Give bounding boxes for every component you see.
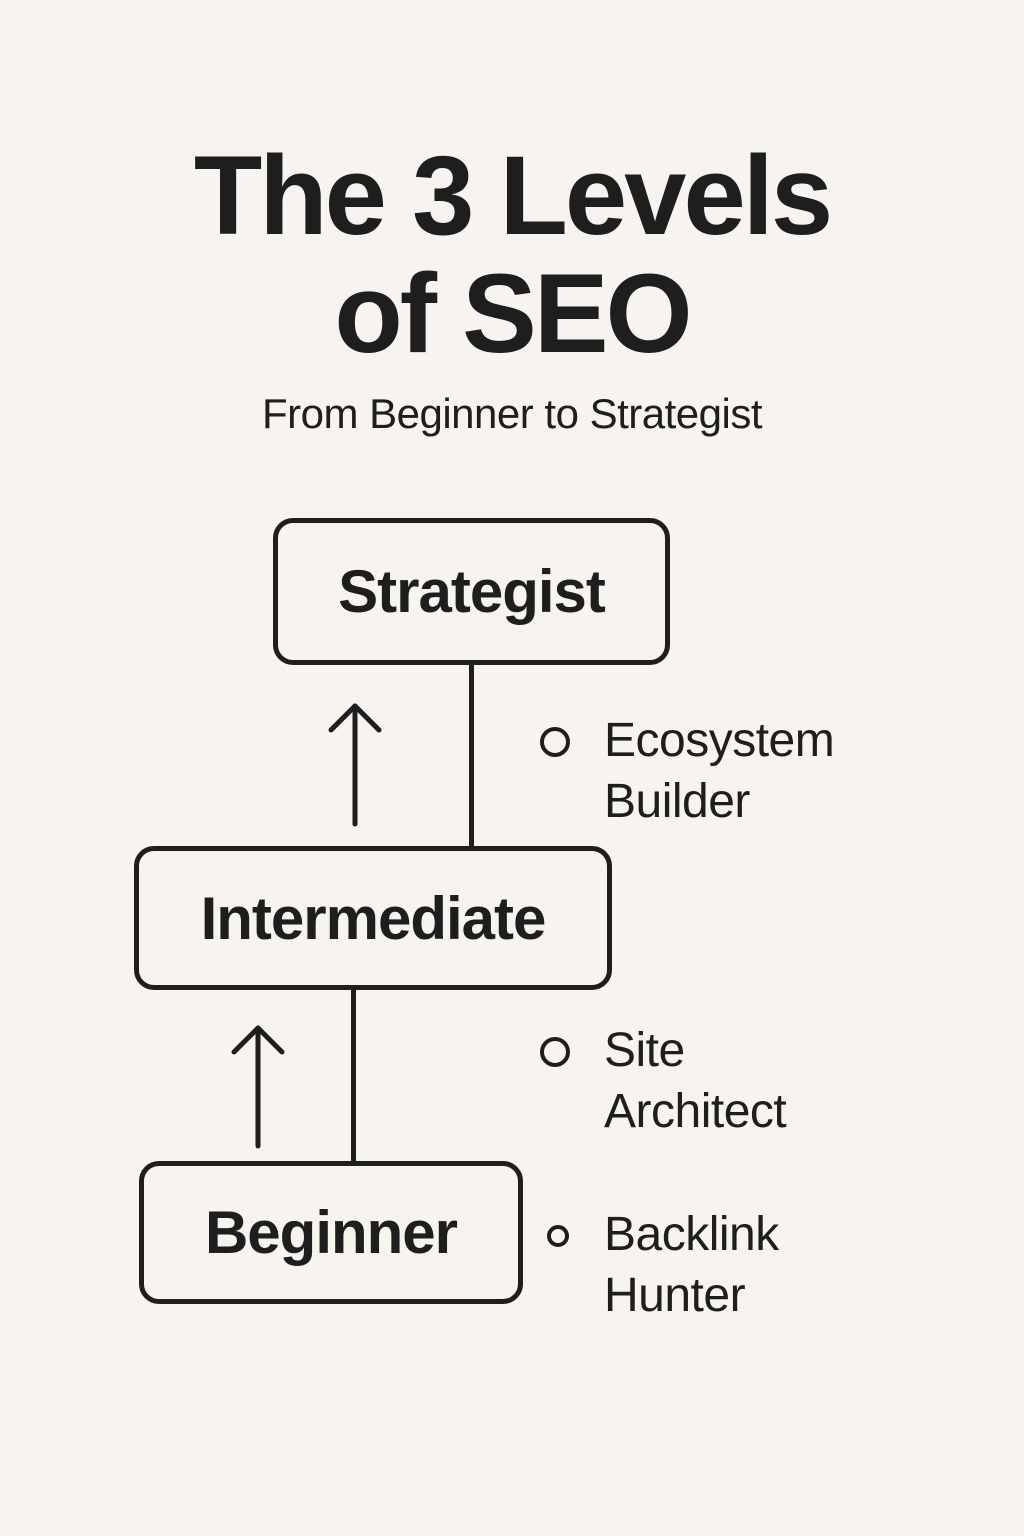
circle-bullet-icon — [540, 1037, 570, 1067]
title-line-1: The 3 Levels — [193, 133, 833, 258]
role-item-backlink-hunter: Backlink Hunter — [547, 1204, 779, 1326]
role-label-line-1: Ecosystem — [604, 714, 835, 767]
role-item-ecosystem-builder: Ecosystem Builder — [540, 710, 835, 832]
role-label-line-1: Backlink — [604, 1208, 779, 1261]
connector-line-beginner-intermediate — [351, 987, 356, 1164]
subtitle: From Beginner to Strategist — [261, 390, 763, 437]
circle-bullet-icon — [547, 1225, 569, 1247]
title-line-2: of SEO — [334, 251, 692, 376]
level-box-beginner: Beginner — [139, 1161, 523, 1304]
role-label: Ecosystem Builder — [604, 710, 835, 832]
level-label: Strategist — [338, 558, 606, 625]
role-label-line-2: Hunter — [604, 1269, 746, 1322]
role-label-line-2: Builder — [604, 775, 750, 828]
level-box-strategist: Strategist — [273, 518, 670, 665]
arrow-up-icon — [328, 703, 382, 827]
arrow-up-icon — [231, 1025, 285, 1149]
role-label: Backlink Hunter — [604, 1204, 779, 1326]
role-label: Site Architect — [604, 1020, 787, 1142]
connector-line-intermediate-strategist — [469, 662, 474, 849]
role-label-line-2: Architect — [604, 1085, 787, 1138]
role-item-site-architect: Site Architect — [540, 1020, 787, 1142]
level-label: Beginner — [204, 1199, 458, 1266]
level-box-intermediate: Intermediate — [134, 846, 612, 990]
role-label-line-1: Site — [604, 1024, 685, 1077]
level-label: Intermediate — [200, 884, 547, 952]
circle-bullet-icon — [540, 727, 570, 757]
